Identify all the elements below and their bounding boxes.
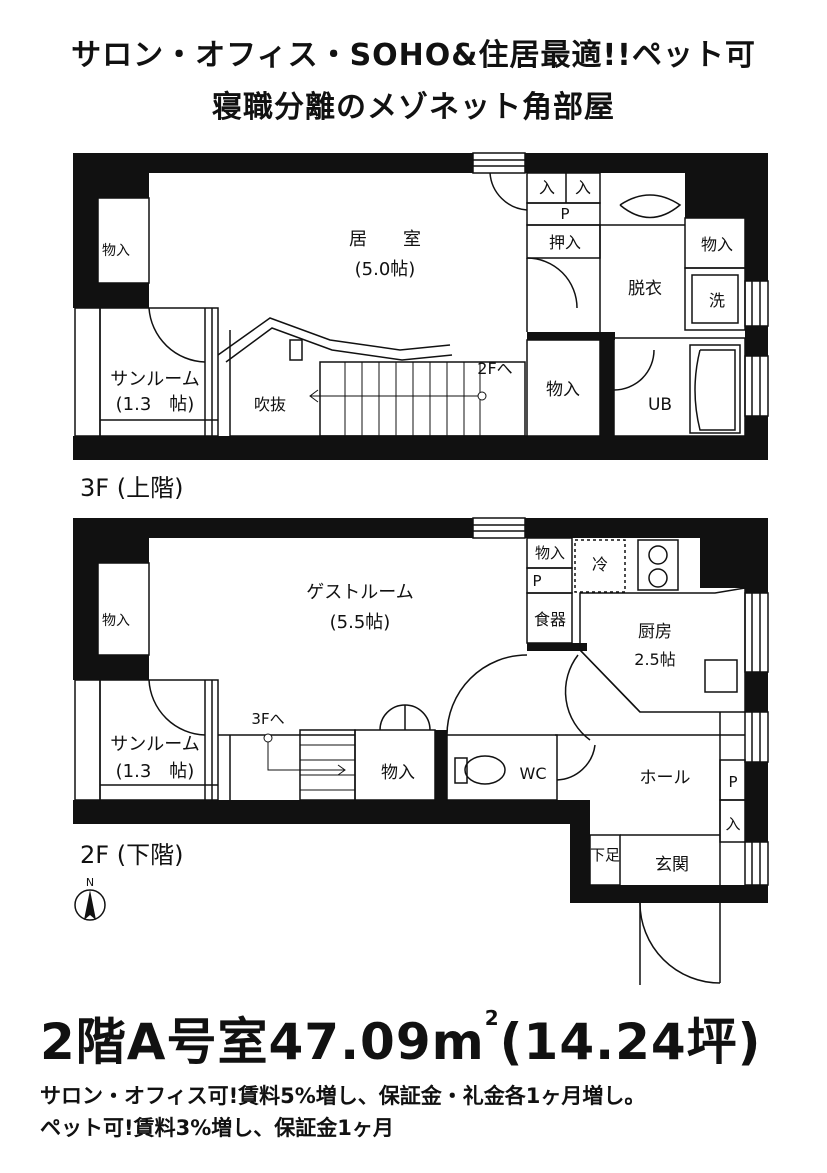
living-room-label: 居 室 <box>349 229 421 250</box>
unit-title-tsubo: (14.24坪) <box>499 1013 762 1071</box>
void-label: 吹抜 <box>254 395 286 414</box>
storage-3f-mid: 物入 <box>546 380 580 400</box>
note-line2: ペット可!賃料3%増し、保証金1ヶ月 <box>40 1116 394 1140</box>
guest-room-label: ゲストルーム <box>306 582 413 603</box>
guest-room-size: (5.5帖) <box>330 612 391 633</box>
oshiire-label: 押入 <box>549 233 581 252</box>
wc-label: WC <box>520 764 547 783</box>
storage-3f-small: 物入 <box>102 243 130 259</box>
storage-2f-top: 物入 <box>535 544 565 562</box>
hall-label: ホール <box>640 768 691 788</box>
pipe-2f-hall: P <box>728 773 737 791</box>
floor-plan-3f <box>73 152 769 460</box>
storage-3f-top: 物入 <box>701 235 733 254</box>
rooms-2f-labels: ゲストルーム (5.5帖) サンルーム (1.3 帖) 物入 3Fへ 物入 物入… <box>102 544 741 875</box>
floor-3f-label: 3F (上階) <box>80 474 184 502</box>
closet-b: 入 <box>575 178 591 197</box>
kitchen-label: 厨房 <box>638 622 672 642</box>
sunroom-3f-label: サンルーム <box>110 369 199 390</box>
dressing-label: 脱衣 <box>628 279 662 299</box>
bath-label: UB <box>648 395 672 415</box>
sunroom-2f-size: (1.3 帖) <box>116 761 195 782</box>
dishes-label: 食器 <box>534 610 566 629</box>
storage-2f-mid: 物入 <box>381 763 415 783</box>
stairs-to-3f: 3Fへ <box>251 710 284 728</box>
rooms-3f-labels: 居 室 (5.0帖) サンルーム (1.3 帖) 物入 吹抜 2Fへ 入 入 P… <box>102 178 733 415</box>
unit-title-main: 2階A号室47.09m <box>40 1013 485 1071</box>
entrance-label: 玄関 <box>655 855 689 875</box>
unit-title-sup: 2 <box>484 1006 500 1030</box>
sunroom-2f-label: サンルーム <box>110 734 199 755</box>
compass-letter: N <box>86 876 94 889</box>
pipe-2f: P <box>532 572 541 590</box>
floor-plan-2f <box>73 517 769 985</box>
headline-line2: 寝職分離のメゾネット角部屋 <box>212 90 615 125</box>
storage-2f-small: 物入 <box>102 613 130 629</box>
shoe-storage-label: 下足 <box>590 846 620 864</box>
unit-title: 2階A号室47.09m2(14.24坪) <box>40 1002 762 1074</box>
sunroom-3f-size: (1.3 帖) <box>116 394 195 415</box>
closet-2f-hall: 入 <box>725 815 740 833</box>
compass-icon: N <box>74 876 106 921</box>
kitchen-size: 2.5帖 <box>634 650 675 669</box>
closet-a: 入 <box>539 178 555 197</box>
stairs-to-2f: 2Fへ <box>477 359 512 378</box>
living-room-size: (5.0帖) <box>355 259 416 280</box>
note-line1: サロン・オフィス可!賃料5%増し、保証金・礼金各1ヶ月増し。 <box>40 1084 646 1108</box>
pipe-3f: P <box>560 205 569 223</box>
floor-2f-label: 2F (下階) <box>80 841 184 869</box>
headline-line1: サロン・オフィス・SOHO&住居最適!!ペット可 <box>71 38 756 73</box>
fridge-label: 冷 <box>592 555 608 574</box>
washer-label: 洗 <box>709 291 725 310</box>
